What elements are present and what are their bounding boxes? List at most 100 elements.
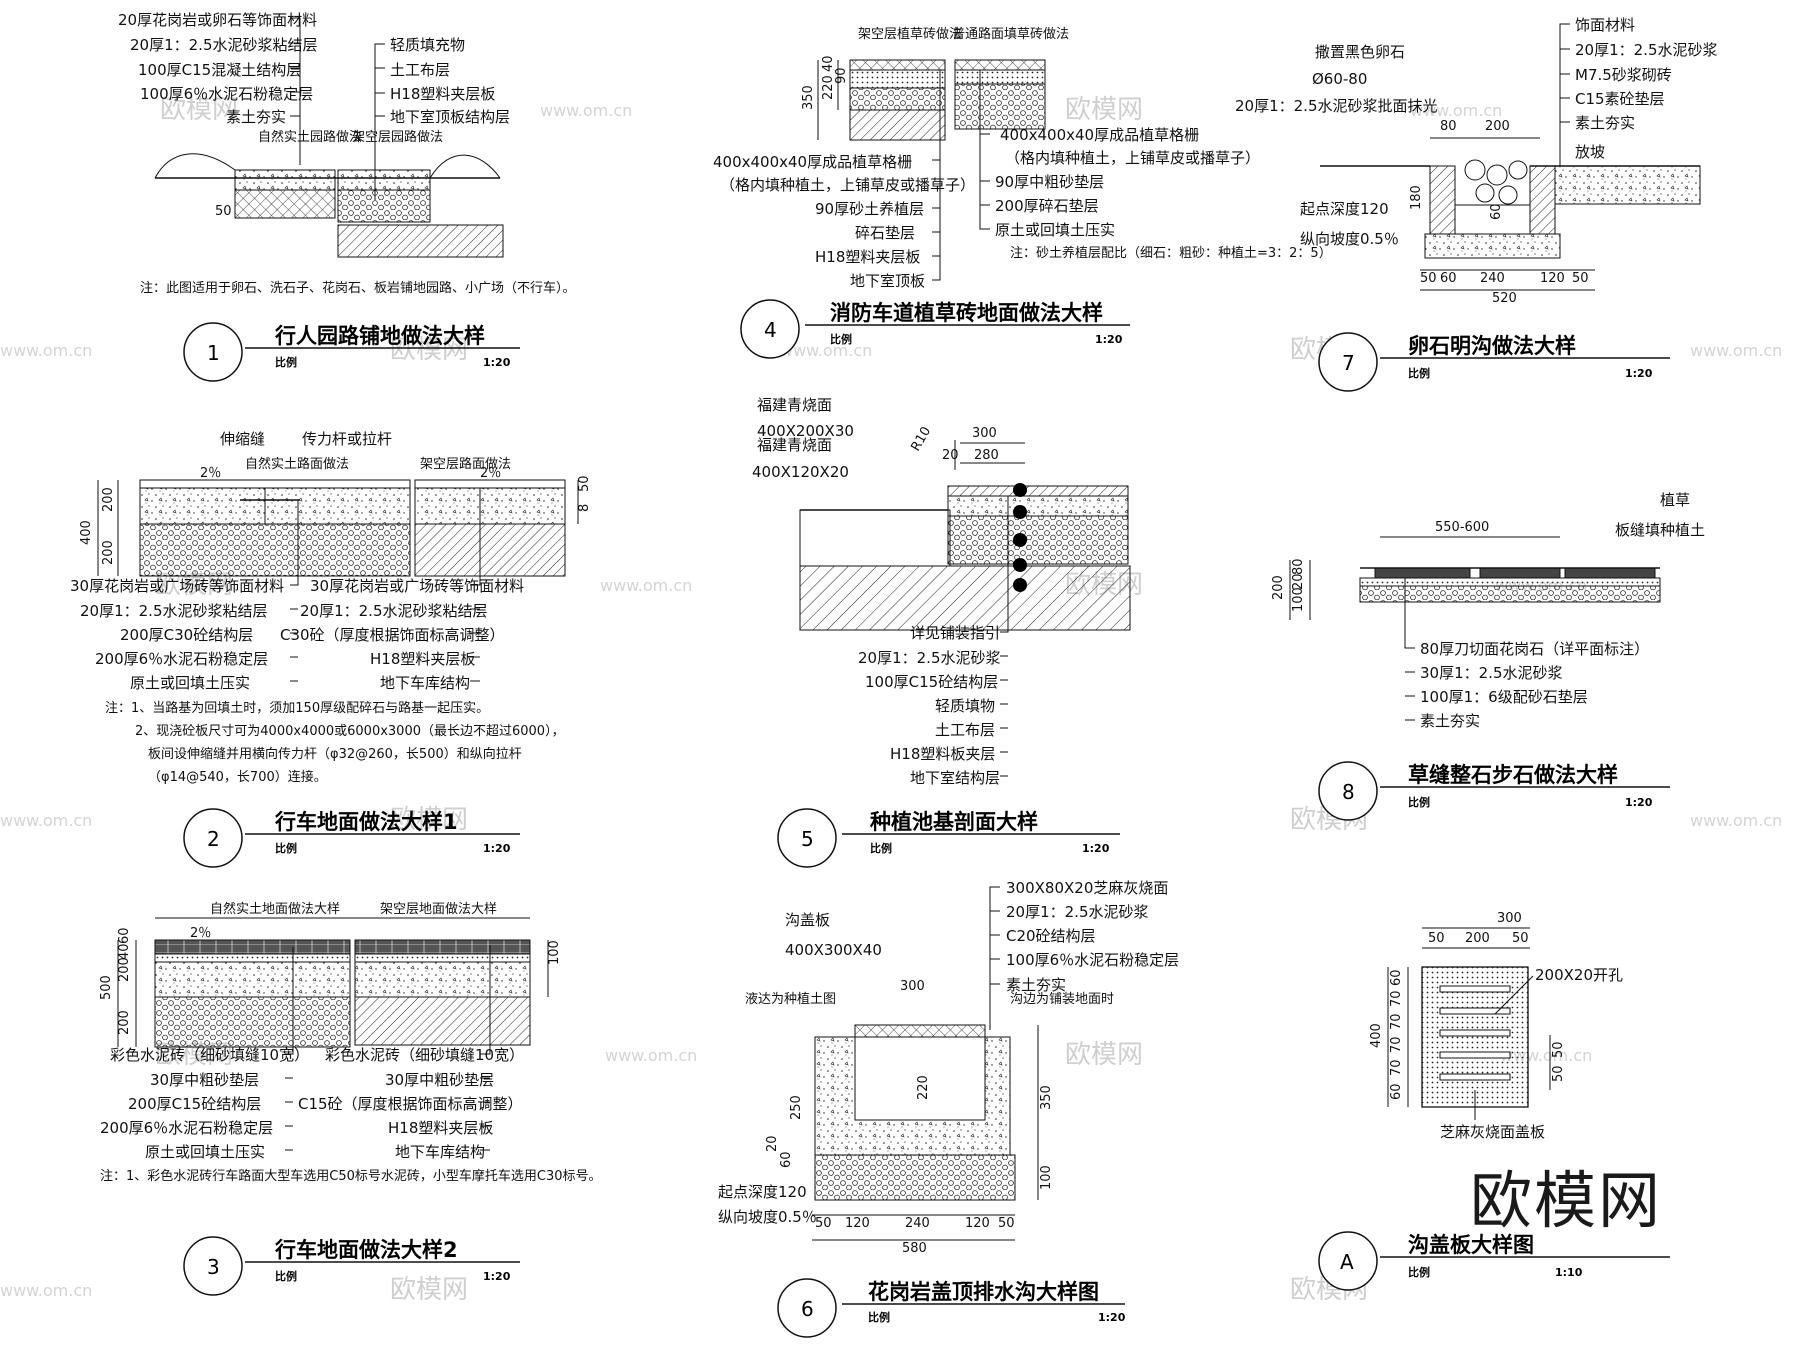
d6-label: 100厚6％水泥石粉稳定层 bbox=[1006, 951, 1179, 969]
d3-dim: 40 bbox=[117, 943, 132, 960]
d3-dim: 200 bbox=[117, 1010, 132, 1035]
d6-dim: 100 bbox=[1039, 1165, 1054, 1190]
watermark-brand: 欧模网 bbox=[390, 1275, 468, 1305]
d6-dim: 60 bbox=[779, 1151, 794, 1168]
d2-label-right: 20厚1：2.5水泥砂浆粘结层 bbox=[300, 602, 488, 620]
d1-label-right: H18塑料夹层板 bbox=[390, 85, 495, 103]
d5-scale-label: 比例 bbox=[870, 841, 892, 855]
d2-label-right: 30厚花岗岩或广场砖等饰面材料 bbox=[310, 577, 524, 595]
dA-title: 沟盖板大样图 bbox=[1408, 1233, 1534, 1257]
d8-label: 100厚1：6级配砂石垫层 bbox=[1420, 688, 1588, 706]
d3-slope: 2％ bbox=[190, 926, 211, 941]
watermark-site: www.om.cn bbox=[1410, 101, 1502, 120]
d6-dim: 250 bbox=[789, 1095, 804, 1120]
dA-label: 芝麻灰烧面盖板 bbox=[1440, 1123, 1545, 1141]
d7-dim: 50 bbox=[1420, 271, 1437, 286]
d5-top-label: 400X200X30 bbox=[757, 422, 854, 440]
dA-scale: 1:10 bbox=[1555, 1266, 1583, 1279]
d4-label-left: 碎石垫层 bbox=[855, 224, 915, 242]
d7-label-left: Ø60-80 bbox=[1312, 70, 1367, 88]
d8-title: 草缝整石步石做法大样 bbox=[1408, 763, 1618, 787]
d6-sub-label: 沟边为铺装地面时 bbox=[1010, 992, 1114, 1007]
d1-label-left: 20厚花岗岩或卵石等饰面材料 bbox=[118, 11, 317, 29]
d3-title: 行车地面做法大样2 bbox=[274, 1238, 458, 1262]
dA-dim-left: 70 bbox=[1389, 1059, 1404, 1076]
d5-title: 种植池基剖面大样 bbox=[869, 810, 1038, 834]
watermark-site: www.om.cn bbox=[605, 1046, 697, 1065]
d3-label-right: H18塑料夹层板 bbox=[388, 1119, 493, 1137]
d1-scale: 1:20 bbox=[483, 356, 511, 369]
d5-dim: 20 bbox=[942, 448, 959, 463]
d3-label-left: 200厚6％水泥石粉稳定层 bbox=[100, 1119, 273, 1137]
d2-label-left: 200厚C30砼结构层 bbox=[120, 626, 253, 644]
d6-label: 素土夯实 bbox=[1006, 976, 1066, 994]
d2-label-right: H18塑料夹层板 bbox=[370, 650, 475, 668]
d1-number: 1 bbox=[207, 341, 220, 365]
d7-label-right: 饰面材料 bbox=[1575, 16, 1635, 34]
dA-dim-left: 400 bbox=[1369, 1023, 1384, 1048]
d6-number: 6 bbox=[801, 1297, 814, 1321]
dA-dim-top: 50 bbox=[1428, 931, 1445, 946]
d4-scale-label: 比例 bbox=[830, 332, 852, 346]
dA-label: 200X20开孔 bbox=[1535, 966, 1623, 984]
d6-dim: 580 bbox=[902, 1241, 927, 1256]
d6-dim: 220 bbox=[916, 1075, 931, 1100]
d2-note: 2、现浇砼板尺寸可为4000x4000或6000x3000（最长边不超过6000… bbox=[135, 724, 565, 739]
d1-scale-label: 比例 bbox=[275, 355, 297, 369]
d2-scale: 1:20 bbox=[483, 842, 511, 855]
d2-label-right: C30砼（厚度根据饰面标高调整） bbox=[280, 626, 505, 644]
d2-dim: 200 bbox=[101, 487, 116, 512]
d3-label-left: 30厚中粗砂垫层 bbox=[150, 1071, 259, 1089]
d8-number: 8 bbox=[1342, 780, 1355, 804]
d6-dim: 50 bbox=[998, 1216, 1015, 1231]
d3-sub-label: 架空层地面做法大样 bbox=[380, 902, 497, 917]
d3-label-right: C15砼（厚度根据饰面标高调整） bbox=[298, 1095, 523, 1113]
d1-dim: 50 bbox=[215, 204, 232, 219]
d1-label-right: 地下室顶板结构层 bbox=[390, 108, 510, 126]
d7-label-left: 20厚1：2.5水泥砂浆批面抹光 bbox=[1235, 97, 1438, 115]
d2-label-left: 200厚6％水泥石粉稳定层 bbox=[95, 650, 268, 668]
d8-dim: 550-600 bbox=[1435, 520, 1489, 535]
d2-slope: 2％ bbox=[480, 466, 501, 481]
detail-6: 沟盖板 400X300X40 300X80X20芝麻灰烧面 20厚1：2.5水泥… bbox=[718, 879, 1179, 1338]
d5-dim: 300 bbox=[972, 426, 997, 441]
d1-note: 注：此图适用于卵石、洗石子、花岗石、板岩铺地园路、小广场（不行车）。 bbox=[140, 280, 576, 296]
d3-label-left: 彩色水泥砖（细砂填缝10宽） bbox=[110, 1046, 309, 1064]
d1-label-left: 100厚C15混凝土结构层 bbox=[138, 61, 301, 79]
d6-bottom-label: 起点深度120 bbox=[718, 1183, 807, 1201]
d8-dim: 200 bbox=[1271, 575, 1286, 600]
d5-top-label: 福建青烧面 bbox=[757, 436, 832, 454]
d6-label: 20厚1：2.5水泥砂浆 bbox=[1006, 903, 1149, 921]
d6-dim: 300 bbox=[900, 979, 925, 994]
d4-label-left: 400x400x40厚成品植草格栅 bbox=[713, 153, 912, 171]
d8-label: 30厚1：2.5水泥砂浆 bbox=[1420, 664, 1563, 682]
watermark-brand: 欧模网 bbox=[1065, 1040, 1143, 1070]
d7-dim: 520 bbox=[1492, 291, 1517, 306]
d2-sub-label: 自然实土路面做法 bbox=[245, 456, 349, 472]
detail-4: 架空层植草砖做法 普通路面填草砖做法 350 220 40 90 400x400… bbox=[713, 26, 1332, 359]
watermark-site: www.om.cn bbox=[540, 101, 632, 120]
d7-misc: 起点深度120 bbox=[1300, 200, 1389, 218]
watermark-site: www.om.cn bbox=[0, 811, 92, 830]
d3-dim: 100 bbox=[547, 940, 562, 965]
dA-dim-right: 50 bbox=[1551, 1065, 1566, 1082]
d2-note: （φ14@540，长700）连接。 bbox=[148, 769, 327, 785]
d3-label-right: 彩色水泥砖（细砂填缝10宽） bbox=[325, 1046, 524, 1064]
dA-dim-left: 60 bbox=[1389, 969, 1404, 986]
d2-scale-label: 比例 bbox=[275, 841, 297, 855]
dA-dim-right: 50 bbox=[1551, 1041, 1566, 1058]
d6-bottom-label: 纵向坡度0.5％ bbox=[718, 1208, 817, 1226]
d1-label-left: 100厚6％水泥石粉稳定层 bbox=[140, 85, 313, 103]
d4-sub-label: 架空层植草砖做法 bbox=[858, 27, 962, 42]
detail-A: 300 50 200 50 400 60 70 70 70 70 60 50 5… bbox=[1318, 911, 1670, 1291]
d5-dim: 280 bbox=[974, 448, 999, 463]
d6-label: 300X80X20芝麻灰烧面 bbox=[1006, 879, 1168, 897]
d3-dim: 200 bbox=[117, 957, 132, 982]
d7-title: 卵石明沟做法大样 bbox=[1408, 334, 1576, 358]
d1-label-left: 素土夯实 bbox=[226, 108, 286, 126]
d1-sub-label: 自然实土园路做法 bbox=[258, 129, 362, 145]
d2-label-left: 30厚花岗岩或广场砖等饰面材料 bbox=[70, 577, 284, 595]
d7-dim: 180 bbox=[1409, 185, 1424, 210]
d7-label-right: M7.5砂浆砌砖 bbox=[1575, 66, 1672, 84]
d6-dim: 120 bbox=[965, 1216, 990, 1231]
